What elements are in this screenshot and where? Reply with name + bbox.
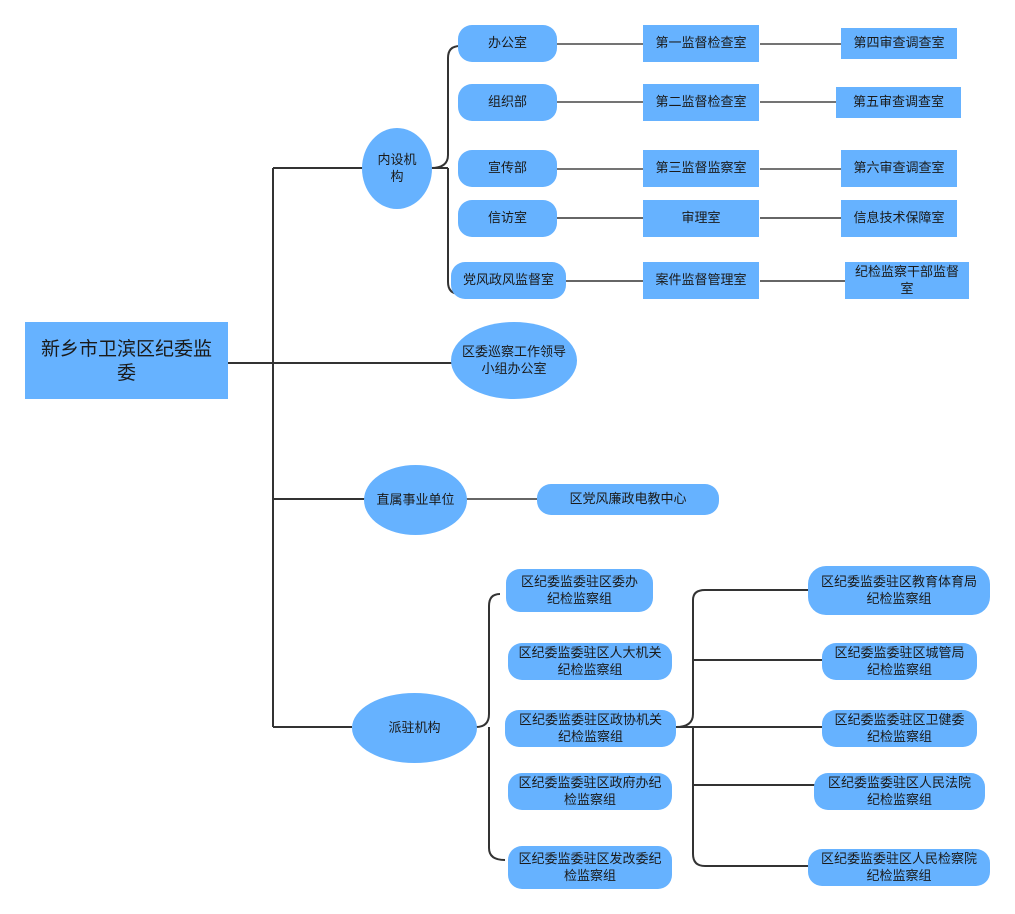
node-label: 区纪委监委驻区人民法院纪检监察组 [827,775,971,808]
node-label: 第五审查调查室 [852,95,944,110]
node-dispatched-label: 派驻机构 [388,720,441,736]
affiliated-child-node: 区党风廉政电教中心 [537,484,719,515]
node-affiliated: 直属事业单位 [364,465,467,535]
internal-col3-node: 信息技术保障室 [841,200,957,237]
internal-col1-node: 宣传部 [458,150,557,187]
node-label: 区纪委监委驻区政府办纪检监察组 [518,775,662,808]
node-label: 第三监督监察室 [655,161,747,176]
dispatched-col2-node: 区纪委监委驻区城管局纪检监察组 [822,643,977,680]
internal-col2-node: 审理室 [643,200,759,237]
node-label: 宣传部 [487,161,527,176]
node-label: 信访室 [487,211,527,226]
node-label: 审理室 [681,211,721,226]
root-label: 新乡市卫滨区纪委监委 [40,337,212,384]
node-label: 区纪委监委驻区发改委纪检监察组 [518,851,662,884]
dispatched-col1-node: 区纪委监委驻区政府办纪检监察组 [508,773,672,810]
node-label: 区纪委监委驻区政协机关纪检监察组 [518,712,662,745]
node-inspection: 区委巡察工作领导小组办公室 [451,322,577,399]
node-label: 区纪委监委驻区教育体育局纪检监察组 [820,574,977,607]
dispatched-col1-node: 区纪委监委驻区委办纪检监察组 [506,569,653,612]
node-label: 区党风廉政电教中心 [569,492,687,507]
node-label: 党风政风监督室 [462,273,554,288]
internal-col2-node: 第二监督检查室 [643,84,759,121]
node-dispatched: 派驻机构 [352,693,477,763]
dispatched-col2-node: 区纪委监委驻区人民法院纪检监察组 [814,773,985,810]
internal-col2-node: 第一监督检查室 [643,25,759,62]
dispatched-col1-node: 区纪委监委驻区人大机关纪检监察组 [508,643,672,680]
internal-col2-node: 案件监督管理室 [643,262,759,299]
node-label: 第一监督检查室 [655,36,747,51]
internal-col1-node: 信访室 [458,200,557,237]
internal-col1-node: 组织部 [458,84,557,121]
node-label: 区纪委监委驻区人民检察院纪检监察组 [820,851,977,884]
node-label: 区纪委监委驻区人大机关纪检监察组 [518,645,662,678]
dispatched-col2-node: 区纪委监委驻区教育体育局纪检监察组 [808,566,990,615]
node-label: 第二监督检查室 [655,95,747,110]
node-label: 第六审查调查室 [853,161,945,176]
root-node: 新乡市卫滨区纪委监委 [25,322,228,399]
node-internal-label: 内设机构 [377,152,417,185]
node-label: 第四审查调查室 [853,36,945,51]
node-label: 区纪委监委驻区委办纪检监察组 [520,574,638,607]
internal-col2-node: 第三监督监察室 [643,150,759,187]
connector-dispatched-right-brace [675,589,822,867]
internal-col3-node: 第六审查调查室 [841,150,957,187]
internal-col3-node: 第五审查调查室 [836,87,961,118]
node-label: 区纪委监委驻区城管局纪检监察组 [834,645,965,678]
dispatched-col2-node: 区纪委监委驻区人民检察院纪检监察组 [808,849,990,886]
node-affiliated-label: 直属事业单位 [376,492,455,508]
dispatched-col2-node: 区纪委监委驻区卫健委纪检监察组 [822,710,977,747]
internal-col3-node: 纪检监察干部监督室 [845,262,969,299]
node-inspection-label: 区委巡察工作领导小组办公室 [461,344,566,377]
dispatched-col1-node: 区纪委监委驻区政协机关纪检监察组 [505,710,676,747]
internal-col3-node: 第四审查调查室 [841,28,957,59]
node-label: 办公室 [487,36,527,51]
node-label: 组织部 [487,95,527,110]
node-label: 纪检监察干部监督室 [854,264,959,297]
node-label: 案件监督管理室 [655,273,747,288]
internal-col1-node: 办公室 [458,25,557,62]
connector-dispatched-brace [475,593,506,861]
connector-internal-brace [430,45,461,295]
node-label: 信息技术保障室 [853,211,945,226]
dispatched-col1-node: 区纪委监委驻区发改委纪检监察组 [508,846,672,889]
node-label: 区纪委监委驻区卫健委纪检监察组 [834,712,965,745]
connector-root-trunk [228,168,274,727]
node-internal: 内设机构 [362,128,432,209]
internal-col1-node: 党风政风监督室 [451,262,566,299]
